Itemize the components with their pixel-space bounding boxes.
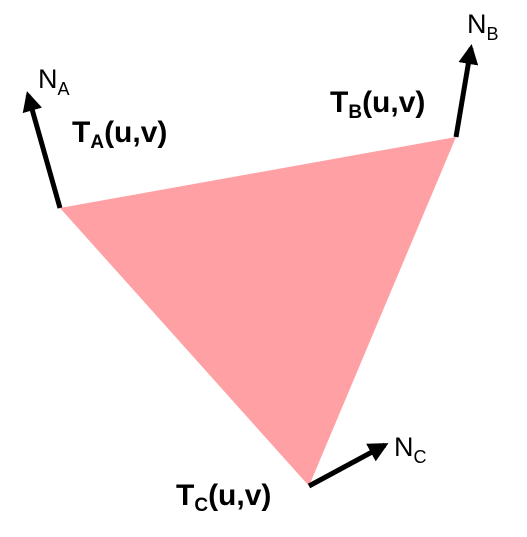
normal-arrow-b	[453, 44, 479, 138]
vertex-label-c: TC(u,v)	[176, 479, 271, 516]
normal-arrow-c	[307, 442, 389, 489]
normal-arrow-a	[22, 91, 63, 209]
vertex-label-b: TB(u,v)	[330, 86, 425, 123]
normal-label-c: NC	[394, 432, 427, 467]
normal-label-b: NB	[467, 9, 499, 44]
triangle-face	[60, 137, 456, 486]
normal-label-a: NA	[38, 64, 70, 99]
vertex-label-a: TA(u,v)	[72, 116, 167, 153]
